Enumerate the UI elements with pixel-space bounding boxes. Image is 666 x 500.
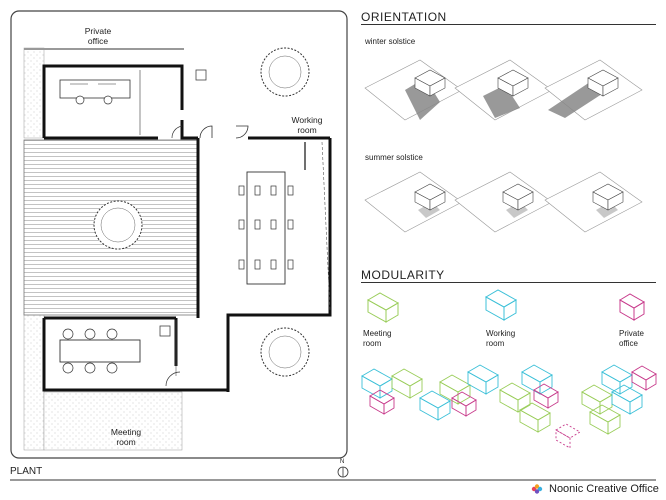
modularity-title: MODULARITY <box>361 268 445 282</box>
module-label-private: Private office <box>619 329 644 348</box>
module-combination-1 <box>361 368 423 415</box>
summer-solstice-label: summer solstice <box>365 153 423 162</box>
brand-name: Noonic Creative Office <box>549 483 659 495</box>
module-working-room <box>484 289 518 321</box>
tree-icon <box>260 47 310 97</box>
north-arrow-icon <box>337 466 349 478</box>
plan-title: PLANT <box>10 466 43 477</box>
module-combination-4 <box>581 364 657 435</box>
module-private-office <box>619 293 645 321</box>
brand: Noonic Creative Office <box>531 483 659 495</box>
module-label-meeting: Meeting room <box>363 329 392 348</box>
brand-logo-icon <box>531 484 543 494</box>
tree-icon <box>93 200 143 250</box>
module-meeting-room <box>366 292 400 323</box>
orientation-title: ORIENTATION <box>361 10 447 24</box>
module-label-working: Working room <box>486 329 516 348</box>
winter-solstice-label: winter solstice <box>365 37 416 46</box>
work-table <box>246 171 286 285</box>
label-working-room: Working room <box>291 115 323 135</box>
tree-icon <box>260 327 310 377</box>
north-label: N <box>340 459 345 465</box>
meeting-table <box>59 339 141 363</box>
label-private-office: Private office <box>84 26 112 46</box>
module-combination-3 <box>499 364 581 449</box>
label-meeting-room: Meeting room <box>110 427 142 447</box>
module-combination-2 <box>419 364 499 421</box>
site-boundary <box>10 10 348 459</box>
private-office-walls <box>42 64 184 140</box>
